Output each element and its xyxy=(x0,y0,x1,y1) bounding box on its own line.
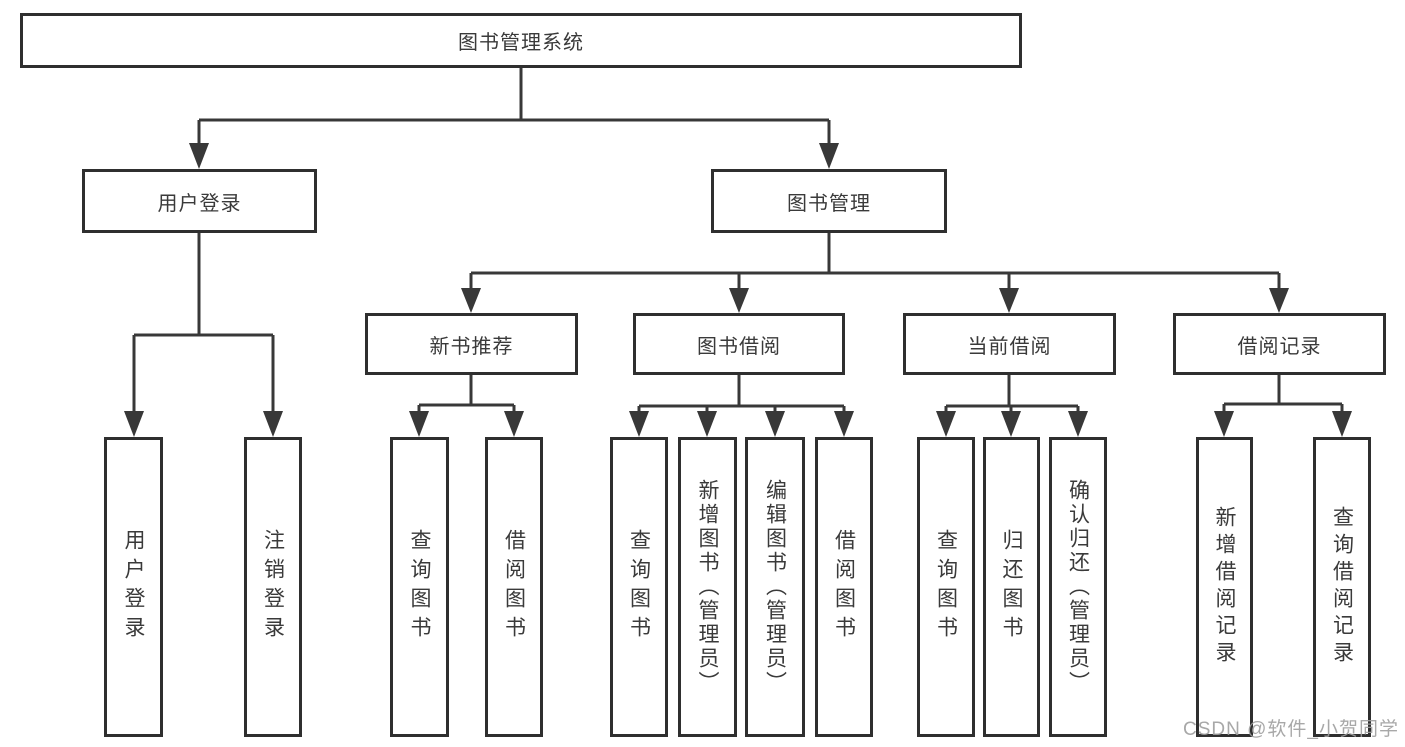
node-new-book-recommendation: 新书推荐 xyxy=(365,313,578,375)
node-book-borrowing: 图书借阅 xyxy=(633,313,845,375)
arrowhead xyxy=(1269,288,1289,313)
node-user-login: 用户登录 xyxy=(82,169,317,233)
node-root: 图书管理系统 xyxy=(20,13,1022,68)
arrowhead xyxy=(409,411,429,437)
node-current-borrowing: 当前借阅 xyxy=(903,313,1116,375)
leaf-bb-edit-books-admin-label: 编辑图书（管理员） xyxy=(763,479,787,695)
leaf-cb-return-books-label: 归还图书 xyxy=(1000,529,1023,645)
leaf-cb-confirm-return-admin-label: 确认归还（管理员） xyxy=(1066,479,1090,695)
arrowhead xyxy=(819,143,839,169)
arrowhead xyxy=(936,411,956,437)
leaf-bb-borrow-books: 借阅图书 xyxy=(815,437,873,737)
arrowhead xyxy=(124,411,144,437)
node-borrowing-records-label: 借阅记录 xyxy=(1237,335,1322,358)
leaf-cb-confirm-return-admin: 确认归还（管理员） xyxy=(1049,437,1107,737)
node-book-management: 图书管理 xyxy=(711,169,947,233)
leaf-br-add-record-label: 新增借阅记录 xyxy=(1213,506,1236,668)
node-current-borrowing-label: 当前借阅 xyxy=(967,335,1052,358)
leaf-bb-add-books-admin: 新增图书（管理员） xyxy=(678,437,737,737)
node-user-login-label: 用户登录 xyxy=(157,192,242,215)
arrowhead xyxy=(1068,411,1088,437)
leaf-cb-return-books: 归还图书 xyxy=(983,437,1040,737)
leaf-nbr-borrow-books: 借阅图书 xyxy=(485,437,543,737)
leaf-bb-edit-books-admin: 编辑图书（管理员） xyxy=(745,437,805,737)
arrowhead xyxy=(504,411,524,437)
arrowhead xyxy=(765,411,785,437)
arrowhead xyxy=(629,411,649,437)
arrowhead xyxy=(263,411,283,437)
arrowhead xyxy=(1332,411,1352,437)
leaf-user-login-label: 用户登录 xyxy=(122,529,145,645)
leaf-bb-query-books-label: 查询图书 xyxy=(627,529,651,645)
leaf-nbr-query-books-label: 查询图书 xyxy=(408,529,431,645)
arrowhead xyxy=(697,411,717,437)
leaf-bb-query-books: 查询图书 xyxy=(610,437,668,737)
arrowhead xyxy=(189,143,209,169)
arrowhead xyxy=(1214,411,1234,437)
node-book-borrowing-label: 图书借阅 xyxy=(697,335,781,358)
leaf-logout: 注销登录 xyxy=(244,437,302,737)
csdn-watermark: CSDN @软件_小贺同学 xyxy=(1183,719,1399,740)
node-book-management-label: 图书管理 xyxy=(787,192,871,215)
leaf-bb-add-books-admin-label: 新增图书（管理员） xyxy=(696,479,719,695)
node-new-book-recommendation-label: 新书推荐 xyxy=(429,335,514,358)
leaf-nbr-borrow-books-label: 借阅图书 xyxy=(502,529,526,645)
leaf-cb-query-books-label: 查询图书 xyxy=(934,529,958,645)
leaf-nbr-query-books: 查询图书 xyxy=(390,437,449,737)
arrowhead xyxy=(729,288,749,313)
leaf-br-query-record-label: 查询借阅记录 xyxy=(1330,506,1354,668)
arrowhead xyxy=(1001,411,1021,437)
leaf-cb-query-books: 查询图书 xyxy=(917,437,975,737)
leaf-br-add-record: 新增借阅记录 xyxy=(1196,437,1253,737)
node-borrowing-records: 借阅记录 xyxy=(1173,313,1386,375)
node-root-label: 图书管理系统 xyxy=(458,32,584,54)
leaf-user-login: 用户登录 xyxy=(104,437,163,737)
leaf-logout-label: 注销登录 xyxy=(261,529,285,645)
arrowhead xyxy=(999,288,1019,313)
arrowhead xyxy=(834,411,854,437)
leaf-br-query-record: 查询借阅记录 xyxy=(1313,437,1371,737)
arrowhead xyxy=(461,288,481,313)
leaf-bb-borrow-books-label: 借阅图书 xyxy=(832,529,856,645)
